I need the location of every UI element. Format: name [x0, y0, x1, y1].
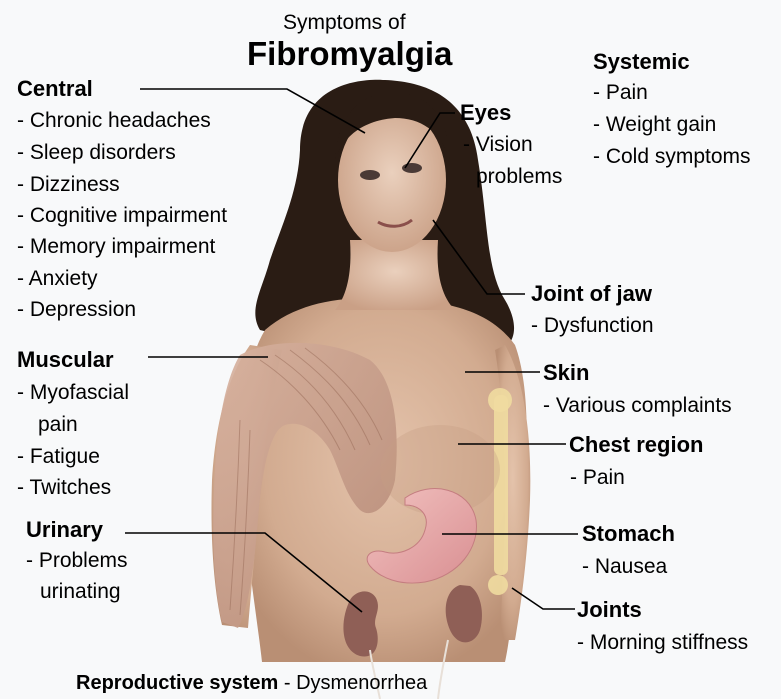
central-item: - Anxiety	[17, 268, 98, 289]
central-item: - Sleep disorders	[17, 142, 176, 163]
central-item: - Chronic headaches	[17, 110, 211, 131]
central-heading: Central	[17, 78, 93, 100]
eyes-heading: Eyes	[460, 102, 511, 124]
reproductive-label: Reproductive system - Dysmenorrhea	[76, 673, 427, 693]
reproductive-heading: Reproductive system	[76, 672, 278, 694]
eyes-item: problems	[476, 166, 562, 187]
eyes-item: - Vision	[463, 134, 533, 155]
muscular-heading: Muscular	[17, 349, 114, 371]
urinary-heading: Urinary	[26, 519, 103, 541]
skin-item: - Various complaints	[543, 395, 732, 416]
systemic-heading: Systemic	[593, 51, 690, 73]
muscular-item: - Myofascial	[17, 382, 129, 403]
systemic-item: - Weight gain	[593, 114, 716, 135]
stomach-item: - Nausea	[582, 556, 667, 577]
urinary-item: urinating	[40, 581, 121, 602]
title-line2: Fibromyalgia	[247, 37, 452, 70]
muscular-item: - Fatigue	[17, 446, 100, 467]
central-item: - Dizziness	[17, 174, 120, 195]
reproductive-item: - Dysmenorrhea	[278, 672, 427, 694]
jaw-item: - Dysfunction	[531, 315, 654, 336]
central-item: - Cognitive impairment	[17, 205, 227, 226]
stomach-heading: Stomach	[582, 523, 675, 545]
muscular-item: pain	[38, 414, 78, 435]
urinary-item: - Problems	[26, 550, 128, 571]
chest-heading: Chest region	[569, 434, 703, 456]
central-item: - Depression	[17, 299, 136, 320]
joints-heading: Joints	[577, 599, 642, 621]
left-eye	[360, 170, 380, 180]
chest-item: - Pain	[570, 467, 625, 488]
systemic-item: - Cold symptoms	[593, 146, 751, 167]
skin-heading: Skin	[543, 362, 589, 384]
jaw-heading: Joint of jaw	[531, 283, 652, 305]
title-line1: Symptoms of	[283, 12, 406, 33]
central-item: - Memory impairment	[17, 236, 215, 257]
joints-item: - Morning stiffness	[577, 632, 748, 653]
systemic-item: - Pain	[593, 82, 648, 103]
muscular-item: - Twitches	[17, 477, 111, 498]
